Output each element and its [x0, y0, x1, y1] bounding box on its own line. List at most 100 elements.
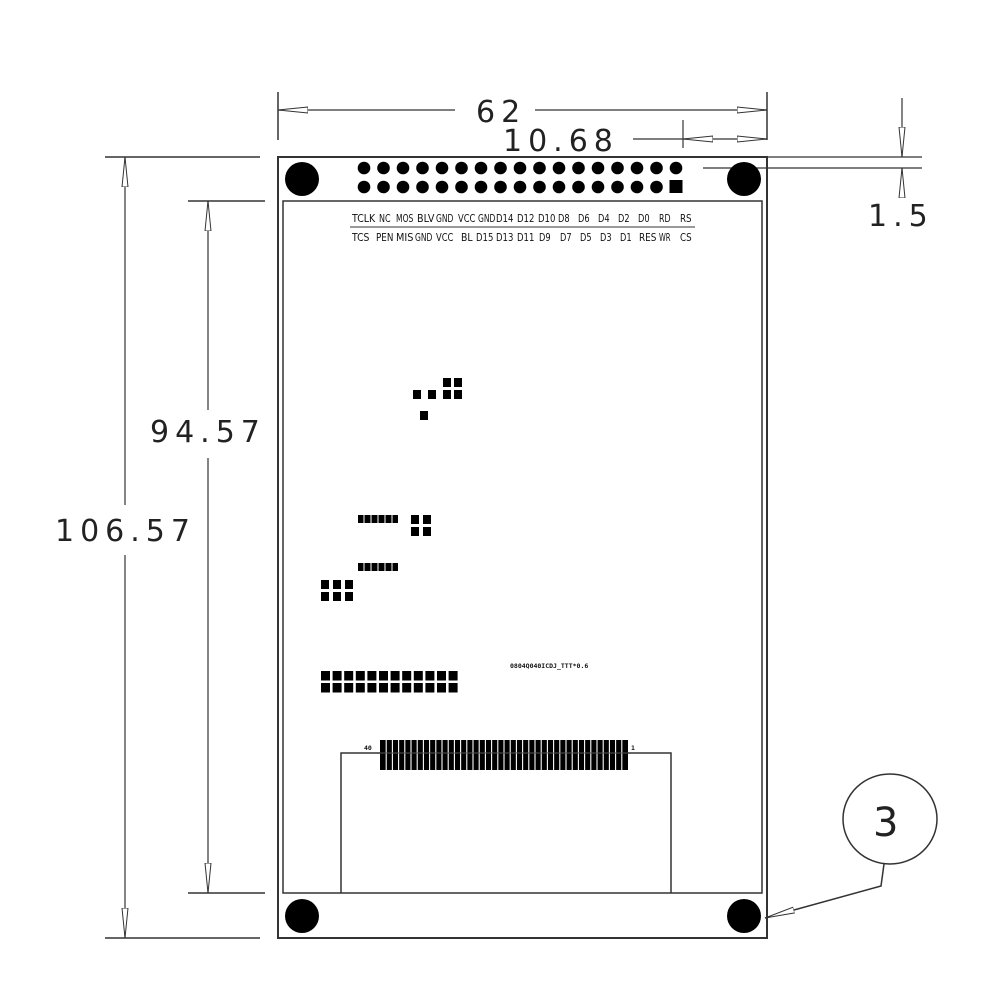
pin-label-top: VCC: [458, 213, 475, 225]
callout-number: 3: [873, 800, 898, 846]
mounting-hole-top-left: [285, 162, 319, 196]
pin-label-bottom: GND: [415, 232, 432, 244]
pin-label-top: D2: [618, 213, 630, 225]
pin-label-top: GND: [478, 213, 495, 225]
header-pin: [611, 180, 624, 194]
header-pin: [377, 161, 390, 175]
pin-label-bottom: TCS: [351, 232, 370, 244]
pin-label-top: NC: [379, 213, 391, 225]
pin-label-bottom: WR: [659, 232, 671, 244]
pad-row-24: [321, 671, 458, 693]
header-pin: [435, 161, 449, 175]
smd-pad: [367, 683, 377, 693]
smd-pad: [390, 671, 400, 681]
header-pin: [650, 161, 663, 175]
header-pin: [377, 180, 390, 194]
mounting-hole-bottom-right: [727, 899, 761, 933]
part-number-text: 0804Q040ICDJ_TTT*0.6: [510, 662, 588, 670]
smd-pad: [425, 683, 435, 693]
dimension-text-62: 62: [476, 95, 526, 130]
smd-pad: [448, 683, 458, 693]
dimension-text-94-57: 94.57: [150, 415, 266, 450]
smd-pad: [413, 683, 423, 693]
pin-label-bottom: D3: [600, 232, 612, 244]
header-pin: [591, 161, 605, 175]
smd-pad: [355, 671, 365, 681]
header-pin: [650, 180, 663, 194]
pin-label-bottom: MIS: [396, 232, 414, 244]
smd-pad: [344, 683, 354, 693]
header-pin: [572, 180, 585, 194]
smd-pad: [344, 671, 354, 681]
fpc-connector: 40 1: [340, 740, 672, 893]
header-pin: [474, 161, 488, 175]
pin-label-bottom: D5: [580, 232, 592, 244]
pin-label-top: D12: [517, 213, 534, 225]
pin-label-bottom: D11: [517, 232, 534, 244]
pin-label-bottom: D7: [560, 232, 572, 244]
fpc-label-pin1: 1: [631, 744, 635, 752]
header-pin: [669, 161, 683, 175]
pin-label-bottom: D1: [620, 232, 632, 244]
pin-label-bottom: D15: [476, 232, 493, 244]
dimension-header-offset: 10.68: [503, 120, 767, 159]
header-pin: [357, 161, 371, 175]
smd-pad: [321, 671, 330, 681]
smd-pad: [321, 683, 330, 693]
header-pin: [494, 180, 507, 194]
mounting-hole-bottom-left: [285, 899, 319, 933]
header-pin: [611, 161, 624, 175]
header-pin: [455, 161, 468, 175]
smd-pad: [332, 683, 342, 693]
header-pin: [513, 161, 527, 175]
pin-label-top: D8: [558, 213, 570, 225]
header-pin-array: [357, 161, 683, 194]
pin-label-top: GND: [436, 213, 453, 225]
smd-pad: [355, 683, 365, 693]
pin-label-top: D6: [578, 213, 590, 225]
header-pin: [396, 180, 410, 194]
smd-pad: [402, 671, 412, 681]
pin-label-bottom: D13: [496, 232, 513, 244]
header-pin: [533, 180, 546, 194]
header-pin: [630, 161, 644, 175]
header-pin: [455, 180, 468, 194]
header-pin: [494, 161, 507, 175]
header-pin: [435, 180, 449, 194]
header-pin: [416, 180, 429, 194]
smd-pad: [379, 683, 388, 693]
dimension-active-height: 94.57: [150, 200, 266, 894]
board-outline: [277, 156, 768, 939]
pin-label-bottom: RES: [639, 232, 657, 244]
header-pin-1-square: [669, 180, 683, 193]
fpc-label-pin40: 40: [364, 744, 372, 752]
pin-label-top: RD: [659, 213, 671, 225]
smd-pad: [332, 671, 342, 681]
pin-label-top: D0: [638, 213, 650, 225]
pin-label-top: D14: [496, 213, 514, 225]
header-pin: [513, 180, 527, 194]
header-pin: [552, 161, 566, 175]
smd-pad: [367, 671, 377, 681]
pin-label-bottom: BL: [461, 232, 473, 244]
pin-label-bottom: PEN: [376, 232, 393, 244]
header-pin: [630, 180, 644, 194]
pin-label-bottom: VCC: [436, 232, 453, 244]
dimension-text-1-5: 1.5: [868, 199, 934, 234]
callout-3: 3: [764, 773, 938, 919]
pin-label-top: D10: [538, 213, 555, 225]
smd-pad: [437, 683, 446, 693]
dimension-text-106-57: 106.57: [55, 514, 196, 549]
pin-label-top: D4: [598, 213, 610, 225]
header-pin: [357, 180, 371, 194]
smd-pad: [402, 683, 412, 693]
smd-pad: [413, 671, 423, 681]
header-pin: [474, 180, 488, 194]
header-pin: [552, 180, 566, 194]
pin-label-bottom: D9: [539, 232, 551, 244]
pin-label-top: BLV: [417, 213, 435, 225]
header-pin: [572, 161, 585, 175]
